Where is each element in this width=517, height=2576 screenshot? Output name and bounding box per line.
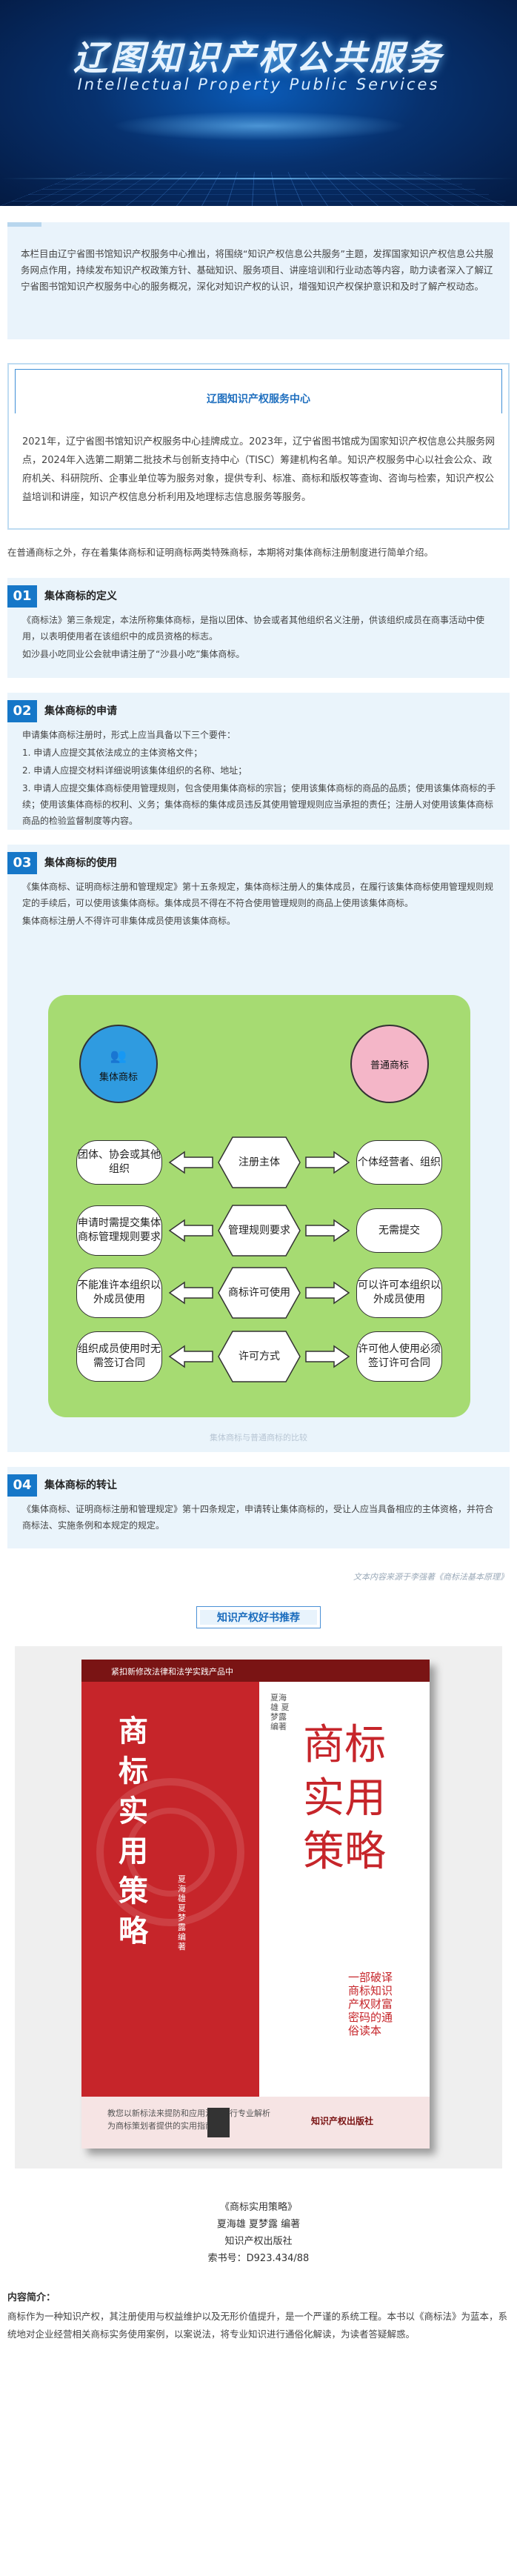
section-title: 集体商标的转让	[44, 1477, 117, 1492]
section-body: 《集体商标、证明商标注册和管理规定》第十四条规定，申请转让集体商标的，受让人应当…	[22, 1501, 499, 1535]
section-body: 《商标法》第三条规定，本法所称集体商标，是指以团体、协会或者其他组织名义注册，供…	[22, 612, 499, 664]
banner-light-line	[0, 178, 517, 179]
book-authors: 夏海雄 夏梦露 编著	[0, 2216, 517, 2233]
section-body: 申请集体商标注册时，形式上应当具备以下三个要件： 1. 申请人应提交其依法成立的…	[22, 727, 499, 831]
comparison-diagram: 👥 集体商标 普通商标 团体、协会或其他组织 注册主体 个体经营者、组织 申请时…	[48, 995, 470, 1417]
header-banner: 辽图知识产权公共服务 Intellectual Property Public …	[0, 0, 517, 206]
book-desc-title: 内容简介：	[7, 2289, 56, 2303]
intro-text: 本栏目由辽宁省图书馆知识产权服务中心推出，将围绕“知识产权信息公共服务”主题，发…	[21, 246, 498, 295]
diagram-caption: 集体商标与普通商标的比较	[0, 1431, 517, 1443]
cover-top-band: 紧扣新修改法律和法学实践产品中	[81, 1660, 430, 1682]
book-publisher: 知识产权出版社	[0, 2233, 517, 2250]
section-number: 02	[7, 700, 37, 722]
book-info: 《商标实用策略》 夏海雄 夏梦露 编著 知识产权出版社 索书号：D923.434…	[0, 2199, 517, 2267]
section-paragraph: 1. 申请人应提交其依法成立的主体资格文件；	[22, 745, 499, 761]
section-number: 03	[7, 852, 37, 874]
section-transfer: 04 集体商标的转让 《集体商标、证明商标注册和管理规定》第十四条规定，申请转让…	[7, 1467, 510, 1548]
section-body: 《集体商标、证明商标注册和管理规定》第十五条规定，集体商标注册人的集体成员，在履…	[22, 879, 499, 931]
service-center-box: 辽图知识产权服务中心 2021年，辽宁省图书馆知识产权服务中心挂牌成立。2023…	[7, 363, 510, 530]
banner-subtitle: Intellectual Property Public Services	[0, 76, 517, 93]
book-recommend-tag: 知识产权好书推荐	[196, 1606, 321, 1628]
book-title: 《商标实用策略》	[0, 2199, 517, 2216]
cover-bottom-text: 教您以新标法来提防和应用法规进行专业解析 为商标策划者提供的实用指南	[107, 2107, 270, 2132]
cover-main-title: 商标实用策略	[296, 1719, 393, 1879]
cover-bottom-line: 为商标策划者提供的实用指南	[107, 2120, 270, 2132]
section-paragraph: 《集体商标、证明商标注册和管理规定》第十四条规定，申请转让集体商标的，受让人应当…	[22, 1501, 499, 1534]
diagram-arrows	[48, 995, 470, 1417]
section-title: 集体商标的申请	[44, 703, 117, 718]
section-definition: 01 集体商标的定义 《商标法》第三条规定，本法所称集体商标，是指以团体、协会或…	[7, 578, 510, 678]
lead-paragraph: 在普通商标之外，存在着集体商标和证明商标两类特殊商标，本期将对集体商标注册制度进…	[7, 545, 511, 561]
cover-authors: 夏海雄 夏梦露 编著	[270, 1693, 293, 1731]
service-center-text: 2021年，辽宁省图书馆知识产权服务中心挂牌成立。2023年，辽宁省图书馆成为国…	[22, 433, 496, 507]
section-number: 04	[7, 1474, 37, 1497]
banner-title: 辽图知识产权公共服务	[0, 31, 517, 80]
cover-left-title: 商标实用策略	[119, 1711, 163, 1951]
cover-bottom-band: 教您以新标法来提防和应用法规进行专业解析 为商标策划者提供的实用指南	[81, 2097, 430, 2149]
book-cover-image: 紧扣新修改法律和法学实践产品中 商标实用策略 夏海雄 夏梦露 编著 夏海雄 夏梦…	[81, 1660, 430, 2149]
banner-grid	[0, 172, 517, 206]
section-paragraph: 如沙县小吃同业公会就申请注册了“沙县小吃”集体商标。	[22, 646, 499, 662]
service-center-title: 辽图知识产权服务中心	[9, 391, 508, 406]
section-paragraph: 《商标法》第三条规定，本法所称集体商标，是指以团体、协会或者其他组织名义注册，供…	[22, 612, 499, 645]
cover-publisher: 知识产权出版社	[311, 2114, 373, 2127]
cover-bottom-line: 教您以新标法来提防和应用法规进行专业解析	[107, 2107, 270, 2120]
intro-corner-mark	[7, 222, 41, 227]
section-application: 02 集体商标的申请 申请集体商标注册时，形式上应当具备以下三个要件： 1. 申…	[7, 693, 510, 830]
book-call-number: 索书号：D923.434/88	[0, 2250, 517, 2267]
section-paragraph: 《集体商标、证明商标注册和管理规定》第十五条规定，集体商标注册人的集体成员，在履…	[22, 879, 499, 911]
cover-top-band-text: 紧扣新修改法律和法学实践产品中	[111, 1665, 233, 1677]
section-number: 01	[7, 585, 37, 608]
section-paragraph: 2. 申请人应提交材料详细说明该集体组织的名称、地址；	[22, 762, 499, 779]
section-paragraph: 申请集体商标注册时，形式上应当具备以下三个要件：	[22, 727, 499, 743]
book-recommend-label: 知识产权好书推荐	[200, 1610, 317, 1625]
intro-box: 本栏目由辽宁省图书馆知识产权服务中心推出，将围绕“知识产权信息公共服务”主题，发…	[7, 222, 510, 339]
book-description: 商标作为一种知识产权，其注册使用与权益维护以及无形价值提升，是一个严谨的系统工程…	[7, 2308, 510, 2343]
section-paragraph: 集体商标注册人不得许可非集体成员使用该集体商标。	[22, 913, 499, 929]
publisher-logo-icon	[207, 2108, 230, 2137]
section-title: 集体商标的使用	[44, 855, 117, 870]
source-note: 文本内容来源于李强著《商标法基本原理》	[353, 1571, 508, 1582]
banner-glow	[111, 111, 407, 141]
cover-slogan: 一部破译商标知识产权财富密码的通俗读本	[348, 1971, 393, 2037]
section-title: 集体商标的定义	[44, 588, 117, 603]
section-paragraph: 3. 申请人应提交集体商标使用管理规则，包含使用集体商标的宗旨；使用该集体商标的…	[22, 780, 499, 829]
cover-left-authors: 夏海雄 夏梦露 编著	[178, 1874, 190, 1951]
